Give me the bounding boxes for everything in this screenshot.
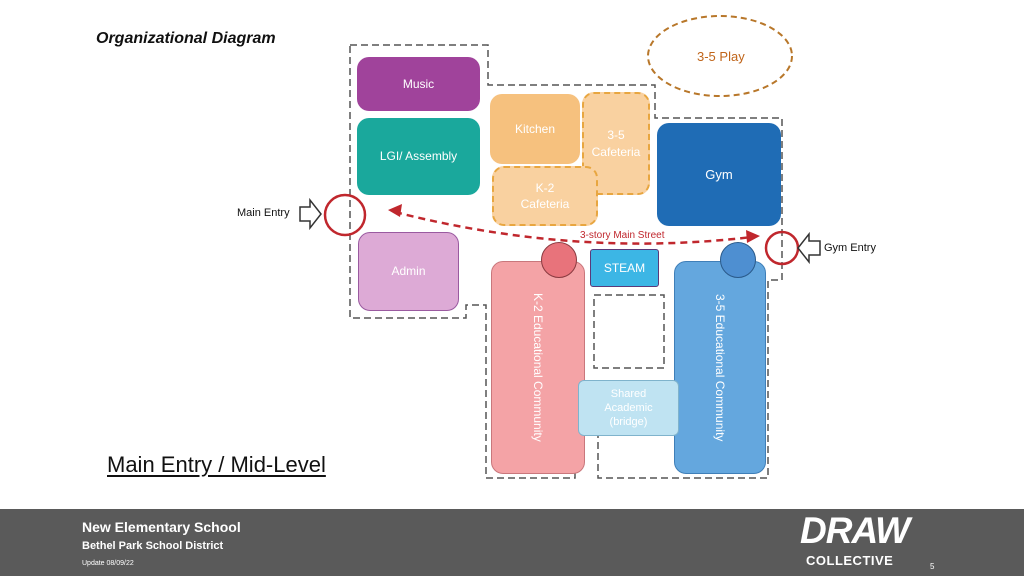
draw-logo: DRAW [800, 510, 910, 551]
k2-stair-node [541, 242, 577, 278]
footer-update-date: Update 08/09/22 [82, 560, 134, 567]
footer-district-name: Bethel Park School District [82, 540, 224, 552]
main-entry-label: Main Entry [237, 207, 290, 219]
play-area-outline [647, 15, 793, 97]
room-gym: Gym [657, 123, 781, 226]
level-label: Main Entry / Mid-Level [107, 452, 326, 477]
main-street-arrowhead-left [388, 204, 402, 217]
gym-entry-arrow-icon [797, 231, 821, 265]
play-area-label: 3-5 Play [697, 49, 745, 64]
room-shared-academic-bridge: Shared Academic (bridge) [578, 380, 679, 436]
main-entry-circle [323, 193, 367, 237]
room-cafeteria-k-2: K-2 Cafeteria [492, 166, 598, 226]
room-3-5-educational-community: 3-5 Educational Community [674, 261, 766, 474]
draw-logo-subtitle: COLLECTIVE [806, 553, 894, 568]
main-street-arrowhead-right [746, 230, 760, 243]
community-3-5-label: 3-5 Educational Community [713, 293, 728, 442]
page-number: 5 [930, 562, 935, 571]
gym-entry-circle [764, 230, 800, 266]
main-entry-arrow-icon [299, 197, 322, 231]
stair-node-3-5 [720, 242, 756, 278]
gym-entry-label: Gym Entry [824, 242, 876, 254]
room-music: Music [357, 57, 480, 111]
diagram-title: Organizational Diagram [96, 30, 276, 47]
footer-school-name: New Elementary School [82, 519, 241, 535]
main-street-arrow [394, 210, 753, 245]
room-admin: Admin [358, 232, 459, 311]
main-street-label: 3-story Main Street [580, 230, 665, 241]
room-lgi-assembly: LGI/ Assembly [357, 118, 480, 195]
room-kitchen: Kitchen [490, 94, 580, 164]
building-outline [299, 15, 821, 479]
courtyard-outline [593, 294, 665, 369]
room-steam: STEAM [590, 249, 659, 287]
building-footprint [349, 44, 783, 479]
footer-bar [0, 509, 1024, 576]
k2-community-label: K-2 Educational Community [531, 293, 546, 442]
room-k2-educational-community: K-2 Educational Community [491, 261, 585, 474]
